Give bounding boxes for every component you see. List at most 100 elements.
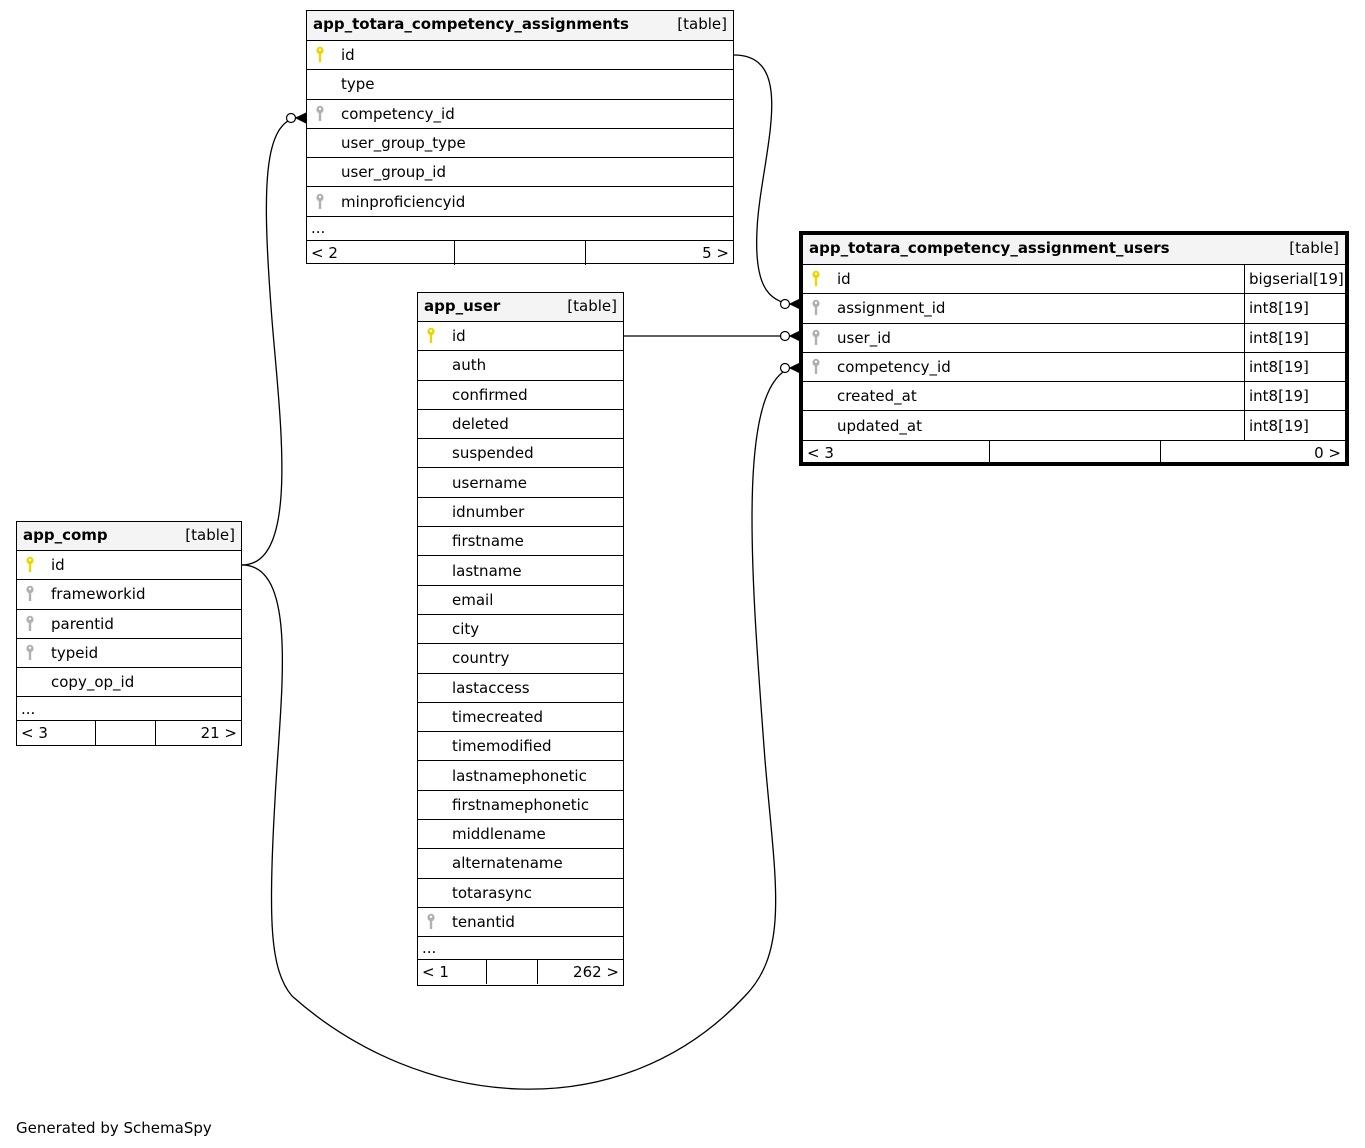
table-app-totara-competency-assignments[interactable]: app_totara_competency_assignments [table… <box>306 10 734 265</box>
table-footer: < 3 0 > <box>803 440 1345 465</box>
rel-comp-id-to-assignment-users <box>241 365 801 1090</box>
table-kind: [table] <box>185 526 235 544</box>
foreign-key-icon <box>803 329 829 347</box>
column-row[interactable]: email <box>418 586 623 615</box>
optional-marker <box>779 298 791 310</box>
column-name: created_at <box>837 387 917 406</box>
column-name: totarasync <box>452 883 532 902</box>
crowfoot-marker <box>294 112 307 124</box>
parents-link[interactable]: < 3 <box>17 721 96 746</box>
column-row[interactable]: id <box>307 41 733 71</box>
column-row[interactable]: copy_op_id <box>17 668 241 698</box>
more-columns: ... <box>418 937 623 961</box>
table-footer: < 1 262 > <box>418 960 623 985</box>
column-row[interactable]: minproficiencyid <box>307 187 733 217</box>
table-app-totara-competency-assignment-users[interactable]: app_totara_competency_assignment_users [… <box>799 231 1349 466</box>
column-name: tenantid <box>452 913 515 932</box>
foreign-key-icon <box>17 615 43 633</box>
table-name: app_totara_competency_assignment_users <box>809 239 1170 257</box>
column-row[interactable]: totarasync <box>418 879 623 908</box>
column-row[interactable]: deleted <box>418 410 623 440</box>
column-row[interactable]: lastname <box>418 556 623 586</box>
foreign-key-icon <box>307 193 333 211</box>
children-link[interactable]: 0 > <box>1314 443 1341 462</box>
column-row[interactable]: frameworkid <box>17 580 241 610</box>
table-kind: [table] <box>1289 239 1339 257</box>
column-row[interactable]: id <box>17 551 241 581</box>
parents-link[interactable]: < 2 <box>307 240 455 265</box>
column-name: minproficiencyid <box>341 192 466 211</box>
column-row[interactable]: user_group_type <box>307 129 733 159</box>
column-name: email <box>452 590 494 609</box>
foreign-key-icon <box>418 913 444 931</box>
column-name: username <box>452 473 527 492</box>
column-name: frameworkid <box>51 585 146 604</box>
primary-key-icon <box>418 327 444 345</box>
column-name: user_group_type <box>341 134 466 153</box>
column-name: timemodified <box>452 737 552 756</box>
column-name: id <box>837 270 851 289</box>
column-list: id auth confirmed deleted suspended username i… <box>418 322 623 938</box>
column-row[interactable]: tenantid <box>418 908 623 938</box>
primary-key-icon <box>17 556 43 574</box>
column-name: deleted <box>452 415 509 434</box>
column-name: id <box>452 327 466 346</box>
column-name: updated_at <box>837 416 922 435</box>
parents-link[interactable]: < 1 <box>418 960 487 985</box>
column-row[interactable]: timecreated <box>418 703 623 733</box>
column-name: auth <box>452 356 487 375</box>
optional-marker <box>779 362 791 374</box>
optional-marker <box>285 112 297 124</box>
foreign-key-icon <box>803 358 829 376</box>
column-row[interactable]: timemodified <box>418 732 623 762</box>
table-footer: < 3 21 > <box>17 721 241 746</box>
column-row[interactable]: suspended <box>418 439 623 469</box>
column-row[interactable]: firstnamephonetic <box>418 791 623 821</box>
table-name: app_user <box>424 297 501 315</box>
children-link[interactable]: 21 > <box>200 724 237 743</box>
rel-comp-id-to-assignments <box>241 116 301 566</box>
column-row[interactable]: confirmed <box>418 381 623 410</box>
footer-spacer <box>455 240 586 265</box>
column-row[interactable]: firstname <box>418 527 623 557</box>
column-row[interactable]: country <box>418 644 623 674</box>
column-row[interactable]: type <box>307 70 733 100</box>
table-header: app_totara_competency_assignments [table… <box>307 11 733 41</box>
column-row[interactable]: parentid <box>17 610 241 639</box>
column-row[interactable]: lastaccess <box>418 674 623 703</box>
table-name: app_totara_competency_assignments <box>313 15 629 33</box>
column-row[interactable]: idnumber <box>418 498 623 528</box>
column-name: type <box>341 75 375 94</box>
column-name: parentid <box>51 614 114 633</box>
table-app-comp[interactable]: app_comp [table] id frameworkid parentid ty… <box>16 521 242 746</box>
column-row[interactable]: auth <box>418 351 623 381</box>
column-row[interactable]: city <box>418 615 623 645</box>
column-row[interactable]: typeid <box>17 639 241 669</box>
column-row[interactable]: id <box>418 322 623 352</box>
column-name: country <box>452 649 510 668</box>
column-name: middlename <box>452 825 546 844</box>
column-type: bigserial[19] <box>1244 265 1345 294</box>
column-name: timecreated <box>452 708 544 726</box>
parents-link[interactable]: < 3 <box>803 440 990 465</box>
column-row[interactable]: middlename <box>418 820 623 850</box>
children-link[interactable]: 262 > <box>573 963 619 982</box>
column-name: firstnamephonetic <box>452 795 590 814</box>
column-row[interactable]: user_group_id <box>307 158 733 188</box>
column-row[interactable]: alternatename <box>418 849 623 879</box>
column-row[interactable]: id bigserial[19] <box>803 265 1345 295</box>
table-header: app_comp [table] <box>17 522 241 551</box>
column-row[interactable]: username <box>418 468 623 498</box>
children-link[interactable]: 5 > <box>702 243 729 262</box>
table-kind: [table] <box>567 297 617 315</box>
table-app-user[interactable]: app_user [table] id auth confirmed deleted s… <box>417 292 624 986</box>
column-name: alternatename <box>452 854 563 873</box>
column-row[interactable]: lastnamephonetic <box>418 761 623 791</box>
column-name: lastaccess <box>452 678 530 697</box>
column-row[interactable]: competency_id <box>307 100 733 129</box>
